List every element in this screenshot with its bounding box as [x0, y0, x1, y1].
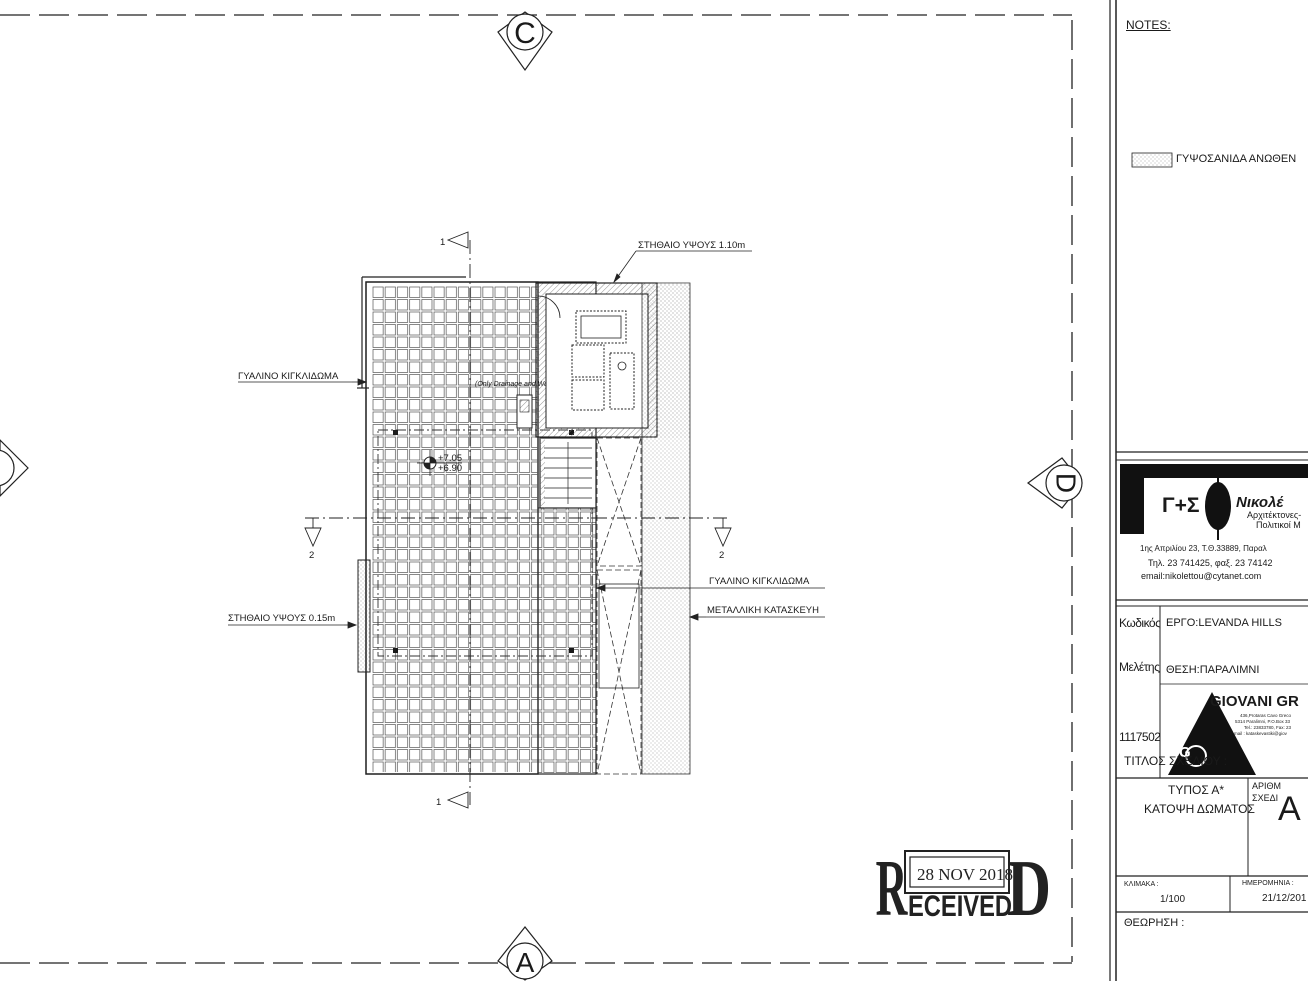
- upper-floor-outline: [377, 429, 593, 657]
- title-line-1: ΤΥΠΟΣ Α*: [1168, 783, 1225, 797]
- legend-swatch: [1131, 152, 1173, 168]
- project-name: ΕΡΓΟ:LEVANDA HILLS: [1166, 617, 1282, 629]
- client-address-4: e-mail : kataskevastiki@giov: [1230, 731, 1287, 736]
- drawing-no: Α: [1278, 790, 1301, 828]
- level-top: +7.05: [438, 453, 462, 464]
- code-label-1: Κωδικός: [1119, 616, 1161, 630]
- label-parapet-110: ΣΤΗΘΑΙΟ ΥΨΟΥΣ 1.10m: [638, 240, 745, 251]
- stamp-letter-r: R: [876, 843, 909, 932]
- section-1-top-label: 1: [440, 237, 445, 248]
- legend-label: ΓΥΨΟΣΑΝΙΔΑ ΑΝΩΘΕΝ: [1176, 153, 1297, 165]
- label-metal-structure: ΜΕΤΑΛΛΙΚΗ ΚΑΤΑΣΚΕΥΗ: [707, 605, 819, 616]
- stamp-date: 28 NOV 2018: [917, 865, 1013, 884]
- section-line-2: [304, 517, 732, 548]
- client-address-2: 5314 Paralimni, P.O.Box 33: [1235, 719, 1290, 724]
- drainage-note: (Only Drainage and Water Provision): [475, 381, 589, 388]
- scale-label: ΚΛΙΜΑΚΑ :: [1124, 881, 1159, 888]
- elevation-marker-left: [0, 439, 29, 497]
- glass-railing-left: [357, 276, 466, 389]
- firm-email: email:nikolettou@cytanet.com: [1141, 571, 1262, 581]
- elevation-marker-right: [1026, 457, 1083, 509]
- client-address-3: Tel.: 23833780, Fax: 23: [1244, 725, 1292, 730]
- approval-label: ΘΕΩΡΗΣΗ :: [1124, 917, 1185, 929]
- label-parapet-015: ΣΤΗΘΑΙΟ ΥΨΟΥΣ 0.15m: [228, 613, 335, 624]
- stair: [539, 437, 597, 509]
- client-logo: [1168, 692, 1256, 775]
- stamp-word: ECEIVED: [908, 890, 1012, 923]
- roof-plant-room: [535, 282, 658, 438]
- elevation-label-bottom: A: [516, 947, 535, 978]
- drawing-no-label-1: ΑΡΙΘΜ: [1252, 781, 1282, 791]
- section-line-1: [446, 231, 471, 809]
- drawing-no-label-2: ΣΧΕΔΙ: [1252, 793, 1279, 803]
- label-glass-railing-right: ΓΥΑΛΙΝΟ ΚΙΓΚΛΙΔΩΜΑ: [709, 576, 810, 587]
- elevation-marker-top: [497, 11, 553, 72]
- leader-lines: [228, 250, 825, 629]
- code-value: 1117502: [1119, 730, 1161, 744]
- scale-value: 1/100: [1160, 894, 1186, 905]
- firm-address: 1ης Απριλίου 23, Τ.Θ.33889, Παραλ: [1140, 544, 1267, 553]
- label-glass-railing-left: ΓΥΑΛΙΝΟ ΚΙΓΚΛΙΔΩΜΑ: [238, 371, 339, 382]
- roof-deck: [365, 281, 597, 775]
- parapet-strip-left: [357, 559, 371, 673]
- firm-initials: Γ+Σ: [1162, 494, 1200, 517]
- client-address-1: 436,Protaras Cavo Greco: [1240, 713, 1292, 718]
- date-label: ΗΜΕΡΟΜΗΝΙΑ :: [1242, 880, 1294, 887]
- code-label-2: Μελέτης: [1119, 660, 1160, 674]
- void-panels: [596, 437, 642, 775]
- section-2-left-label: 2: [309, 550, 314, 561]
- client-name: GIOVANI GR: [1210, 693, 1299, 710]
- section-2-right-label: 2: [719, 550, 724, 561]
- client-logo-letter: G: [1179, 744, 1191, 761]
- title-label: ΤΙΤΛΟΣ ΣΧΕΔΙΟΥ :: [1124, 754, 1228, 768]
- firm-name: Νικολέ: [1236, 494, 1284, 511]
- stamp-letter-d: D: [1007, 845, 1051, 933]
- date-value: 21/12/201: [1262, 893, 1307, 904]
- title-line-2: ΚΑΤΟΨΗ ΔΩΜΑΤΟΣ: [1144, 802, 1255, 816]
- level-marker: [417, 450, 462, 476]
- metal-structure-strip: [641, 282, 691, 775]
- title-block-frame: [1109, 0, 1308, 981]
- firm-logo: [1120, 464, 1308, 540]
- elevation-label-top: C: [514, 17, 536, 50]
- elevation-marker-bottom: [497, 926, 553, 981]
- project-location: ΘΕΣΗ:ΠΑΡΑΛΙΜΝΙ: [1166, 664, 1260, 676]
- level-bottom: +6.90: [438, 463, 462, 474]
- firm-sub2: Πολιτικοί Μ: [1256, 520, 1301, 530]
- firm-tel: Τηλ. 23 741425, φαξ. 23 74142: [1148, 558, 1273, 568]
- drainage-point: [516, 394, 533, 429]
- received-stamp: [904, 850, 1010, 894]
- firm-sub1: Αρχιτέκτονες-: [1247, 510, 1302, 520]
- notes-label: NOTES:: [1126, 18, 1171, 32]
- section-1-bottom-label: 1: [436, 797, 441, 808]
- elevation-label-right: D: [1051, 473, 1082, 493]
